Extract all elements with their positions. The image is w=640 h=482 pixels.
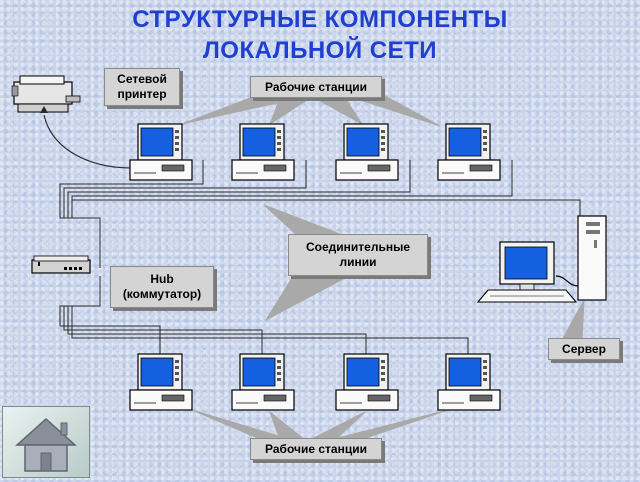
label-hub-text: Hub (коммутатор)	[122, 272, 202, 301]
workstation-bottom-2	[231, 353, 295, 411]
home-button[interactable]	[2, 406, 90, 478]
workstation-top-2	[231, 123, 295, 181]
callout-tail-links-down	[264, 277, 346, 322]
cables-bottom	[59, 276, 469, 362]
label-network-printer: Сетевой принтер	[104, 68, 180, 106]
title-line-1: СТРУКТУРНЫЕ КОМПОНЕНТЫ	[132, 6, 508, 33]
label-hub: Hub (коммутатор)	[110, 266, 214, 308]
label-links: Соединительные линии	[288, 234, 428, 276]
home-icon	[15, 417, 77, 472]
workstation-bottom-3	[335, 353, 399, 411]
page-title: СТРУКТУРНЫЕ КОМПОНЕНТЫ ЛОКАЛЬНОЙ СЕТИ	[0, 4, 640, 66]
callout-tail-links-up	[263, 204, 346, 237]
label-network-printer-text: Сетевой принтер	[117, 72, 167, 101]
title-line-2: ЛОКАЛЬНОЙ СЕТИ	[202, 37, 438, 64]
hub-icon	[31, 255, 91, 274]
label-server-text: Сервер	[562, 341, 606, 356]
callout-tail-server	[561, 299, 585, 341]
workstation-top-3	[335, 123, 399, 181]
workstation-top-4	[437, 123, 501, 181]
label-workstations-top: Рабочие станции	[250, 76, 382, 98]
workstation-top-1	[129, 123, 193, 181]
workstation-bottom-4	[437, 353, 501, 411]
server-icon	[476, 215, 607, 303]
label-workstations-top-text: Рабочие станции	[265, 79, 367, 94]
label-links-text: Соединительные линии	[305, 240, 410, 269]
printer-cable-arrow	[40, 106, 48, 113]
callout-pointers	[181, 91, 585, 441]
label-workstations-bottom-text: Рабочие станции	[265, 441, 367, 456]
workstation-bottom-1	[129, 353, 193, 411]
callout-tail-top-2	[268, 97, 312, 126]
callout-tail-top-3	[314, 97, 363, 125]
label-workstations-bottom: Рабочие станции	[250, 438, 382, 460]
label-server: Сервер	[548, 338, 620, 360]
printer-icon	[11, 75, 81, 113]
printer-cable	[43, 114, 133, 169]
